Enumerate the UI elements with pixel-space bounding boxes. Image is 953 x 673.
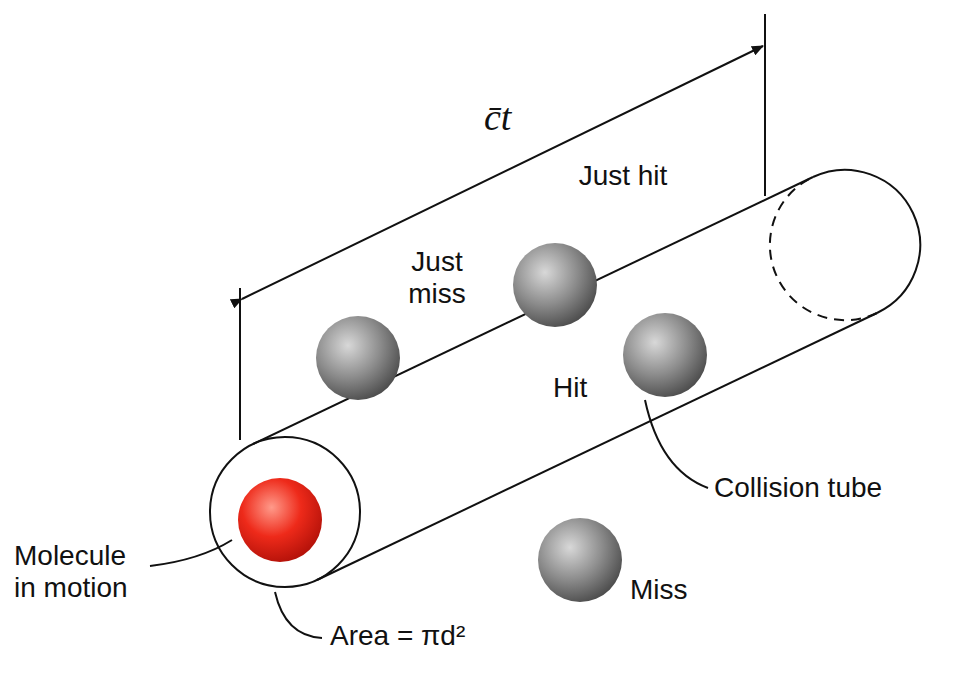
molecule-label: Hit bbox=[553, 372, 587, 404]
moving-molecule bbox=[238, 478, 322, 562]
tube-label: Collision tube bbox=[714, 472, 882, 504]
molecule bbox=[538, 518, 622, 602]
area-label: Area = πd² bbox=[330, 620, 465, 652]
leader-line bbox=[150, 400, 708, 638]
molecule bbox=[623, 313, 707, 397]
molecule bbox=[316, 316, 400, 400]
molecule-label: Molecule in motion bbox=[14, 540, 148, 604]
dimension-label: c̄t bbox=[484, 96, 511, 140]
dimension-line bbox=[240, 14, 765, 440]
molecule-label: Just hit bbox=[578, 160, 668, 192]
molecule-label: Just miss bbox=[382, 246, 492, 310]
molecule-label: Miss bbox=[630, 574, 688, 606]
molecule bbox=[513, 243, 597, 327]
